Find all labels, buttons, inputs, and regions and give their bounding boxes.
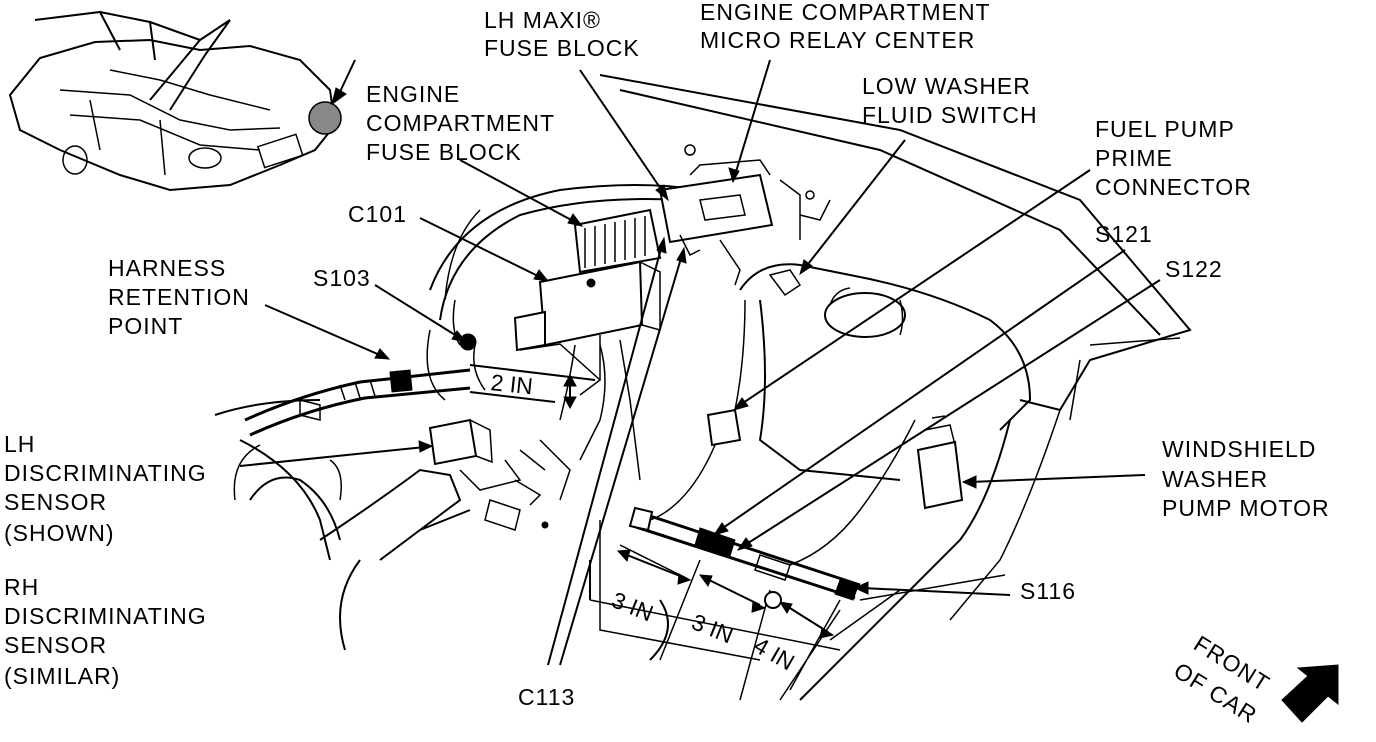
engine-compartment-drawing (214, 74, 1192, 701)
label-lh-sensor-1: LH (4, 431, 35, 457)
label-fuel-pump-prime-connector-3: CONNECTOR (1095, 174, 1252, 200)
label-harness-retention-point-2: RETENTION (108, 284, 250, 310)
label-fuel-pump-prime-connector-2: PRIME (1095, 145, 1173, 171)
front-of-car-indicator (1281, 664, 1339, 723)
label-c113: C113 (518, 684, 575, 710)
label-s122: S122 (1165, 256, 1223, 282)
car-locator-inset (8, 10, 356, 192)
label-washer-pump-motor-1: WINDSHIELD (1162, 436, 1316, 462)
label-engine-fuse-block-3: FUSE BLOCK (366, 139, 522, 165)
label-rh-sensor-2: DISCRIMINATING (4, 603, 207, 629)
dimension-3in-b: 3 IN (688, 609, 737, 649)
label-s103: S103 (313, 265, 371, 291)
front-arrow-icon (1281, 664, 1339, 723)
label-rh-sensor-1: RH (4, 574, 39, 600)
label-washer-pump-motor-3: PUMP MOTOR (1162, 495, 1330, 521)
label-rh-sensor-3: SENSOR (4, 632, 107, 658)
label-lh-maxi-fuse-block-2: FUSE BLOCK (484, 35, 640, 61)
label-c101: C101 (348, 201, 407, 227)
label-s116: S116 (1020, 578, 1076, 604)
label-lh-sensor-3: SENSOR (4, 489, 107, 515)
dimension-2in: 2 IN (489, 369, 534, 399)
label-washer-pump-motor-2: WASHER (1162, 466, 1268, 492)
label-harness-retention-point-1: HARNESS (108, 255, 226, 281)
dimension-3in-a: 3 IN (608, 587, 657, 627)
label-micro-relay-center-2: MICRO RELAY CENTER (700, 27, 975, 53)
label-low-washer-fluid-switch-2: FLUID SWITCH (862, 102, 1038, 128)
label-lh-sensor-4: (SHOWN) (4, 520, 114, 546)
label-fuel-pump-prime-connector-1: FUEL PUMP (1095, 116, 1235, 142)
label-engine-fuse-block-1: ENGINE (366, 81, 460, 107)
label-engine-fuse-block-2: COMPARTMENT (366, 110, 555, 136)
label-s121: S121 (1095, 221, 1153, 247)
label-harness-retention-point-3: POINT (108, 313, 183, 339)
label-rh-sensor-4: (SIMILAR) (4, 663, 120, 689)
leader-lines (239, 59, 1161, 666)
label-low-washer-fluid-switch-1: LOW WASHER (862, 73, 1031, 99)
label-lh-maxi-fuse-block-1: LH MAXI® (484, 7, 601, 33)
label-micro-relay-center-1: ENGINE COMPARTMENT (700, 0, 991, 25)
label-lh-sensor-2: DISCRIMINATING (4, 460, 207, 486)
